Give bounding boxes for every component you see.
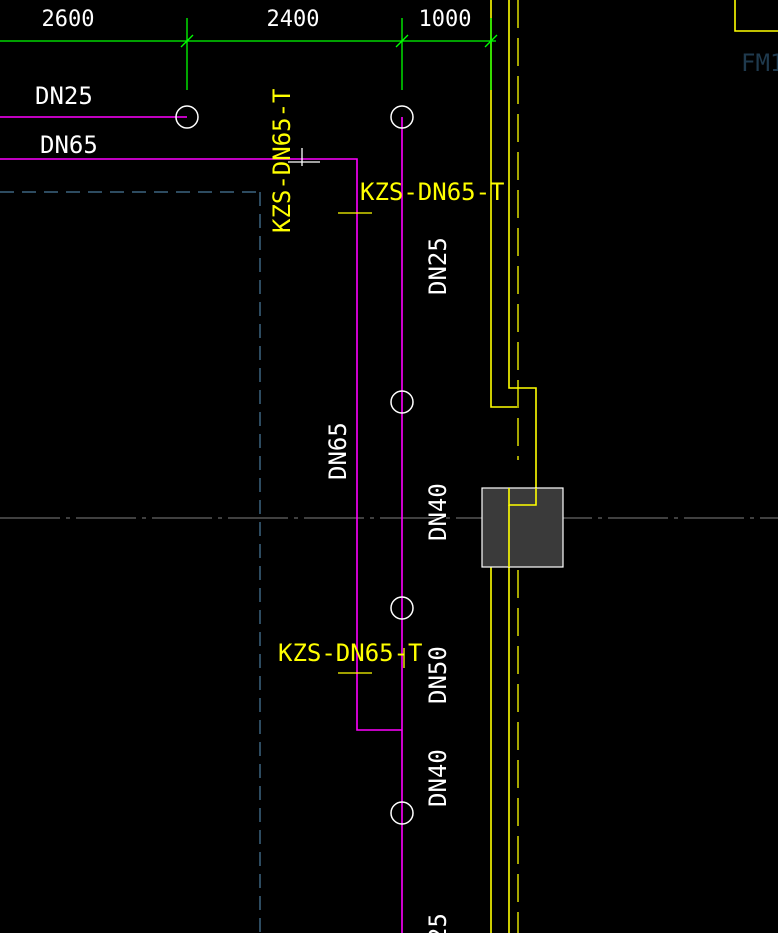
dashed-outline (0, 191, 261, 933)
partial-label-fm: FM1 (741, 49, 778, 77)
pipe-tag-kzs-top: KZS-DN65-T (360, 178, 505, 206)
pipe-tag-kzs-bottom: KZS-DN65-T (278, 639, 423, 667)
pipe-tag-kzs-vertical: KZS-DN65-T (268, 89, 296, 234)
dimension-text-2600: 2600 (42, 7, 95, 32)
pipe-label-dn50: DN50 (424, 646, 452, 704)
sprinkler-node-5[interactable] (390, 801, 414, 825)
pipe-label-dn65-riser: DN65 (324, 422, 352, 480)
dimension-tick-3 (484, 34, 498, 48)
column-wall-notch (508, 488, 537, 506)
sprinkler-node-3[interactable] (390, 390, 414, 414)
structural-column[interactable] (481, 487, 564, 568)
pipe-label-dn25-riser: DN25 (424, 237, 452, 295)
wall-right-offset (508, 0, 537, 933)
pipe-label-dn25-top: DN25 (35, 82, 93, 110)
pipe-label-dn40-low: DN40 (424, 749, 452, 807)
pipe-dn65-main[interactable] (0, 158, 402, 731)
wall-lines (490, 0, 537, 933)
dimension-tick-1 (180, 34, 194, 48)
wall-left-upper (490, 0, 517, 408)
dimension-line (0, 18, 498, 90)
dimension-text-2400: 2400 (267, 7, 320, 32)
partial-yellow-frame (734, 0, 778, 32)
sprinkler-nodes (175, 105, 414, 825)
sprinkler-node-1[interactable] (175, 105, 199, 129)
sprinkler-node-4[interactable] (390, 596, 414, 620)
sprinkler-node-2[interactable] (390, 105, 414, 129)
dimension-text-1000: 1000 (419, 7, 472, 32)
dimension-tick-2 (395, 34, 409, 48)
label-leaders (288, 148, 405, 674)
pipe-label-cut-bottom: 25 (424, 913, 452, 933)
pipe-label-dn40-mid: DN40 (424, 483, 452, 541)
pipe-label-dn65-top: DN65 (40, 131, 98, 159)
pipe-network (0, 116, 403, 933)
